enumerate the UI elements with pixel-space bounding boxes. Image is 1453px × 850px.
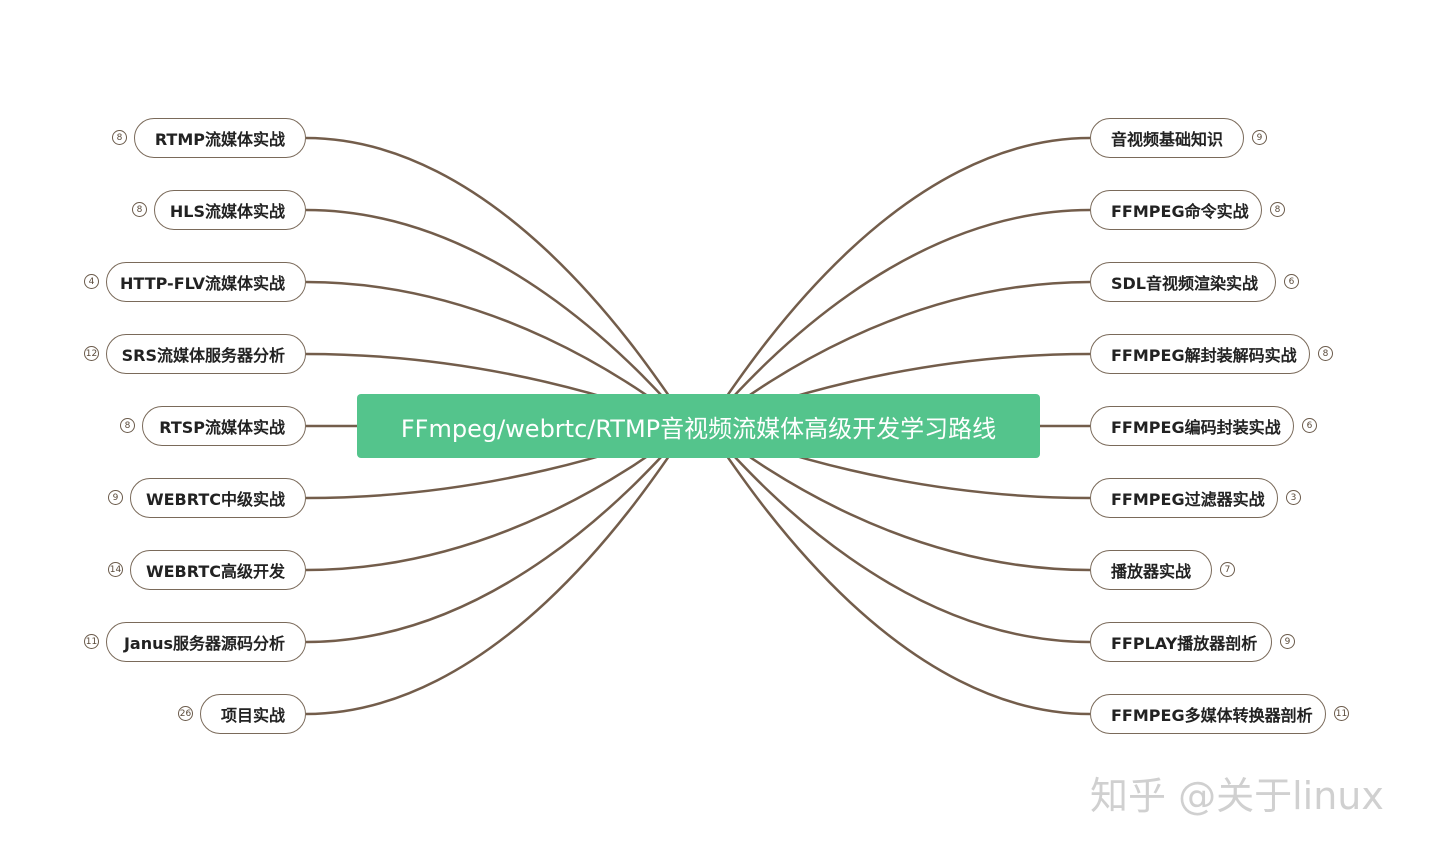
branch-node-right[interactable]: FFMPEG多媒体转换器剖析	[1090, 694, 1326, 734]
branch-label: WEBRTC高级开发	[145, 562, 285, 581]
branch-node-right[interactable]: 播放器实战	[1090, 550, 1212, 590]
branch-label: 音视频基础知识	[1111, 130, 1224, 149]
branch-label: FFPLAY播放器剖析	[1111, 634, 1258, 653]
branch-node-left[interactable]: RTSP流媒体实战	[142, 406, 306, 446]
branch-node-left[interactable]: 项目实战	[200, 694, 306, 734]
child-count-badge[interactable]: 9	[108, 490, 123, 505]
branch-node-left[interactable]: HTTP-FLV流媒体实战	[106, 262, 306, 302]
branch-label: 播放器实战	[1111, 562, 1192, 581]
child-count-badge[interactable]: 3	[1286, 490, 1301, 505]
branch-label: SRS流媒体服务器分析	[121, 346, 285, 365]
branch-label: FFMPEG命令实战	[1111, 202, 1249, 221]
child-count-badge[interactable]: 4	[84, 274, 99, 289]
branch-node-right[interactable]: FFMPEG命令实战	[1090, 190, 1262, 230]
child-count-badge[interactable]: 11	[1334, 706, 1349, 721]
child-count-badge[interactable]: 14	[108, 562, 123, 577]
child-count-badge[interactable]: 9	[1280, 634, 1295, 649]
branch-label: FFMPEG编码封装实战	[1111, 418, 1281, 437]
center-topic[interactable]: FFmpeg/webrtc/RTMP音视频流媒体高级开发学习路线	[357, 394, 1040, 458]
child-count-badge[interactable]: 6	[1284, 274, 1299, 289]
branch-node-right[interactable]: 音视频基础知识	[1090, 118, 1244, 158]
child-count-badge[interactable]: 11	[84, 634, 99, 649]
child-count-badge[interactable]: 26	[178, 706, 193, 721]
branch-node-right[interactable]: FFMPEG解封装解码实战	[1090, 334, 1310, 374]
connector-right	[705, 425, 1091, 716]
branch-label: WEBRTC中级实战	[145, 490, 285, 509]
branch-node-left[interactable]: SRS流媒体服务器分析	[106, 334, 306, 374]
branch-label: 项目实战	[220, 706, 285, 725]
branch-label: HLS流媒体实战	[169, 202, 285, 221]
branch-label: FFMPEG多媒体转换器剖析	[1111, 706, 1313, 725]
branch-node-right[interactable]: FFPLAY播放器剖析	[1090, 622, 1272, 662]
branch-label: Janus服务器源码分析	[123, 634, 285, 653]
branch-node-right[interactable]: SDL音视频渲染实战	[1090, 262, 1276, 302]
branch-node-left[interactable]: HLS流媒体实战	[154, 190, 306, 230]
child-count-badge[interactable]: 9	[1252, 130, 1267, 145]
branch-node-left[interactable]: Janus服务器源码分析	[106, 622, 306, 662]
child-count-badge[interactable]: 8	[132, 202, 147, 217]
child-count-badge[interactable]: 8	[1270, 202, 1285, 217]
child-count-badge[interactable]: 8	[1318, 346, 1333, 361]
branch-label: FFMPEG过滤器实战	[1111, 490, 1265, 509]
branch-label: SDL音视频渲染实战	[1111, 274, 1259, 293]
watermark-text: 知乎 @关于linux	[1090, 774, 1384, 818]
branch-label: RTMP流媒体实战	[154, 130, 285, 149]
branch-node-left[interactable]: RTMP流媒体实战	[134, 118, 306, 158]
child-count-badge[interactable]: 8	[112, 130, 127, 145]
connector-right	[705, 136, 1091, 427]
branch-label: RTSP流媒体实战	[159, 418, 285, 437]
child-count-badge[interactable]: 8	[120, 418, 135, 433]
connector-left	[305, 136, 691, 427]
branch-node-left[interactable]: WEBRTC中级实战	[130, 478, 306, 518]
branch-label: FFMPEG解封装解码实战	[1111, 346, 1297, 365]
child-count-badge[interactable]: 6	[1302, 418, 1317, 433]
connector-left	[305, 425, 691, 716]
child-count-badge[interactable]: 12	[84, 346, 99, 361]
branch-node-left[interactable]: WEBRTC高级开发	[130, 550, 306, 590]
branch-label: HTTP-FLV流媒体实战	[120, 274, 285, 293]
branch-node-right[interactable]: FFMPEG过滤器实战	[1090, 478, 1278, 518]
branch-node-right[interactable]: FFMPEG编码封装实战	[1090, 406, 1294, 446]
child-count-badge[interactable]: 7	[1220, 562, 1235, 577]
